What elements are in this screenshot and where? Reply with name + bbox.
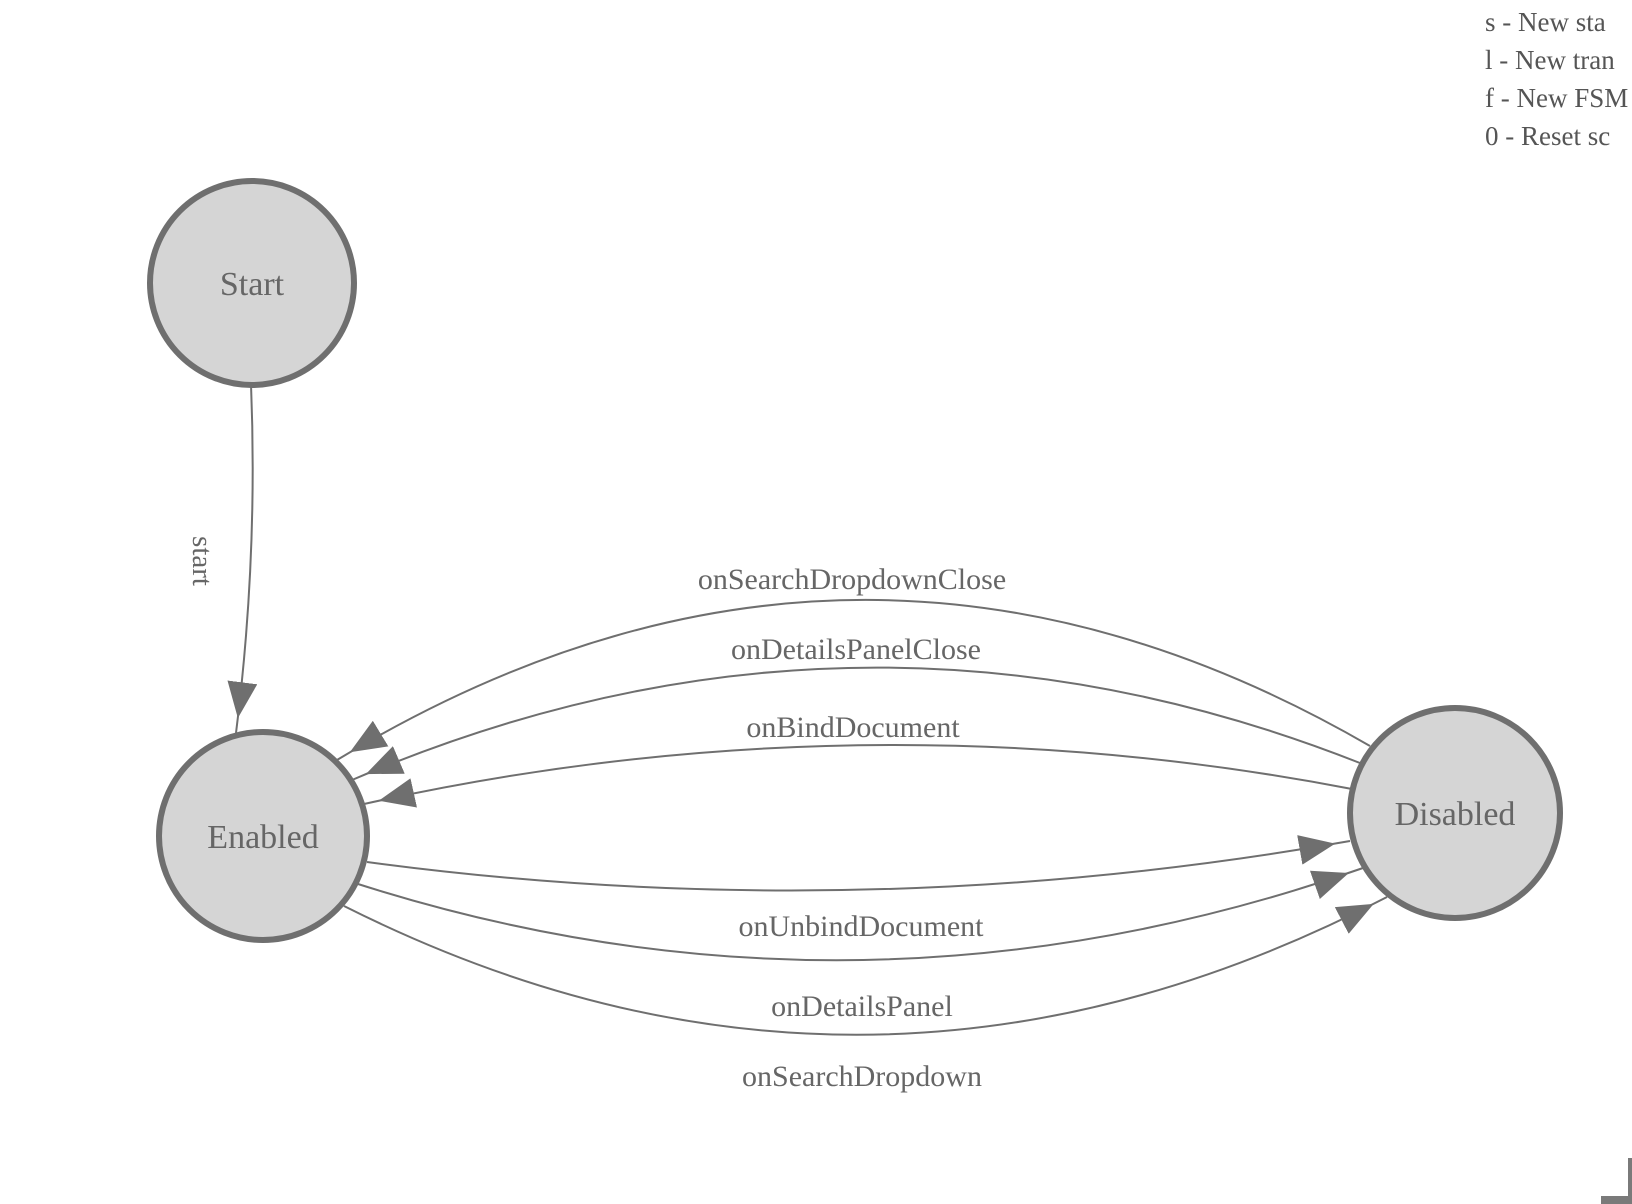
state-circle-start[interactable] xyxy=(147,178,357,388)
transition-label-onSearchDropdownClose: onSearchDropdownClose xyxy=(698,563,1006,596)
transition-edge-onBindDocument[interactable] xyxy=(363,743,1353,808)
transition-edge-onDetailsPanelClose[interactable] xyxy=(351,666,1361,781)
state-label-enabled: Enabled xyxy=(207,819,318,856)
transition-edge-onUnbindDocument[interactable] xyxy=(366,835,1351,892)
legend-line-new-fsm: f - New FSM xyxy=(1485,83,1629,113)
state-label-start: Start xyxy=(220,266,285,303)
legend-line-new-state: s - New sta xyxy=(1485,7,1606,37)
state-circle-disabled[interactable] xyxy=(1347,705,1563,921)
transition-edge-start[interactable] xyxy=(227,383,258,734)
offscreen-corner-horizontal-line xyxy=(1601,1196,1632,1204)
transition-edge-onSearchDropdown[interactable] xyxy=(343,896,1388,1036)
transition-label-onDetailsPanel: onDetailsPanel xyxy=(771,990,953,1023)
state-node-start[interactable]: Start xyxy=(147,178,357,388)
offscreen-corner-vertical-line xyxy=(1628,1158,1632,1204)
transition-edge-onDetailsPanel[interactable] xyxy=(357,867,1364,962)
transition-label-onSearchDropdown: onSearchDropdown xyxy=(742,1060,982,1093)
transition-label-onBindDocument: onBindDocument xyxy=(746,711,960,744)
transition-edge-onSearchDropdownClose[interactable] xyxy=(336,599,1371,761)
state-label-disabled: Disabled xyxy=(1395,796,1516,833)
state-node-enabled[interactable]: Enabled xyxy=(156,729,370,943)
legend-line-reset: 0 - Reset sc xyxy=(1485,121,1611,151)
state-circle-enabled[interactable] xyxy=(156,729,370,943)
state-node-disabled[interactable]: Disabled xyxy=(1347,705,1563,921)
legend-line-new-transition: l - New tran xyxy=(1485,45,1615,75)
transition-label-onDetailsPanelClose: onDetailsPanelClose xyxy=(731,633,981,666)
offscreen-corner-element xyxy=(1601,1158,1632,1204)
transition-label-start: start xyxy=(186,536,218,586)
transition-label-onUnbindDocument: onUnbindDocument xyxy=(739,910,985,943)
shortcuts-legend: s - New sta l - New tran f - New FSM 0 -… xyxy=(1485,3,1628,155)
